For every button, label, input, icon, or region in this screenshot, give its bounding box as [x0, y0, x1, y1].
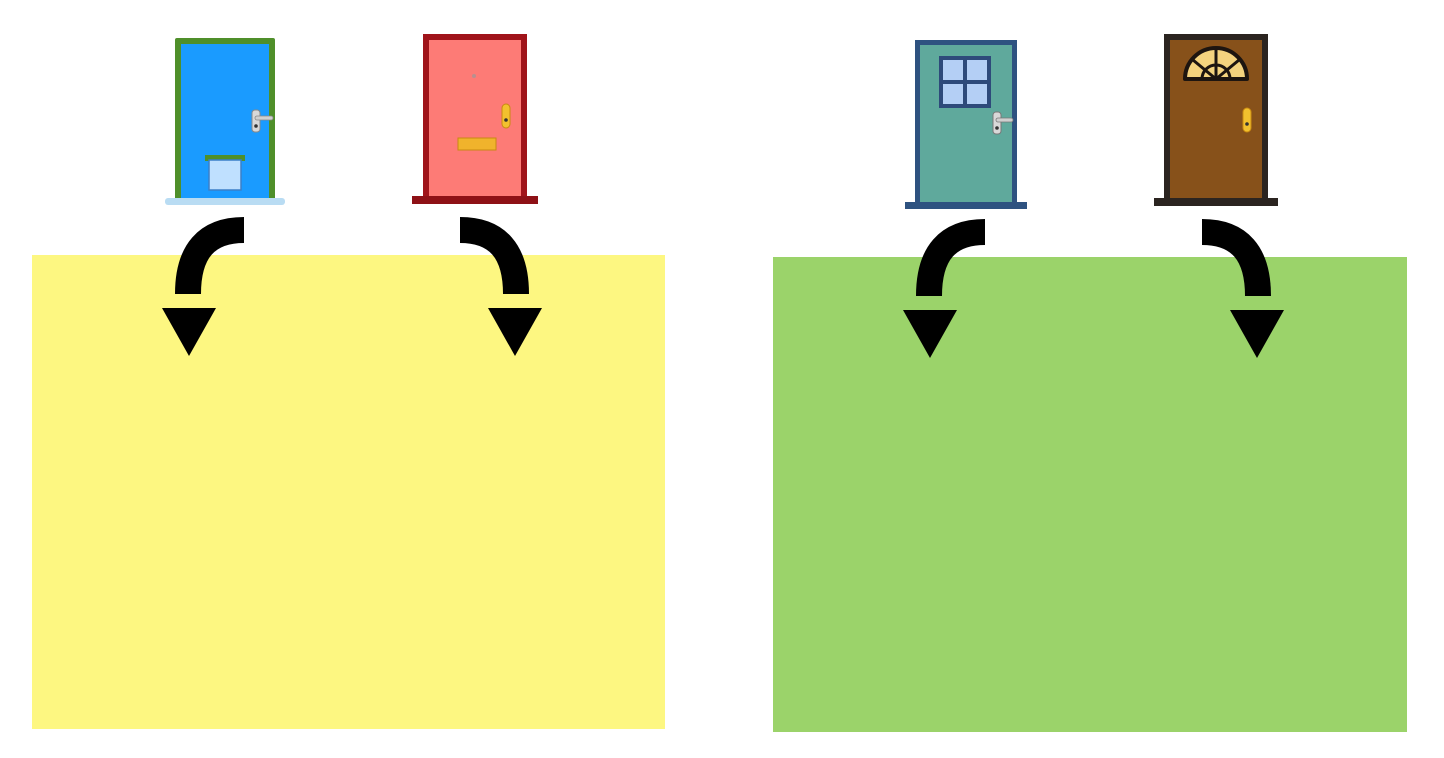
curved-arrow-right-icon	[459, 217, 542, 356]
brown-door-icon	[1154, 34, 1278, 206]
curved-arrow-left-icon	[162, 217, 245, 356]
teal-door-icon	[905, 40, 1027, 209]
curved-arrow-left-icon	[903, 219, 986, 358]
red-door-icon	[412, 34, 538, 204]
left-sort-area	[32, 255, 665, 729]
blue-door-icon	[165, 38, 285, 205]
curved-arrow-right-icon	[1201, 219, 1284, 358]
right-sort-area	[773, 257, 1407, 732]
